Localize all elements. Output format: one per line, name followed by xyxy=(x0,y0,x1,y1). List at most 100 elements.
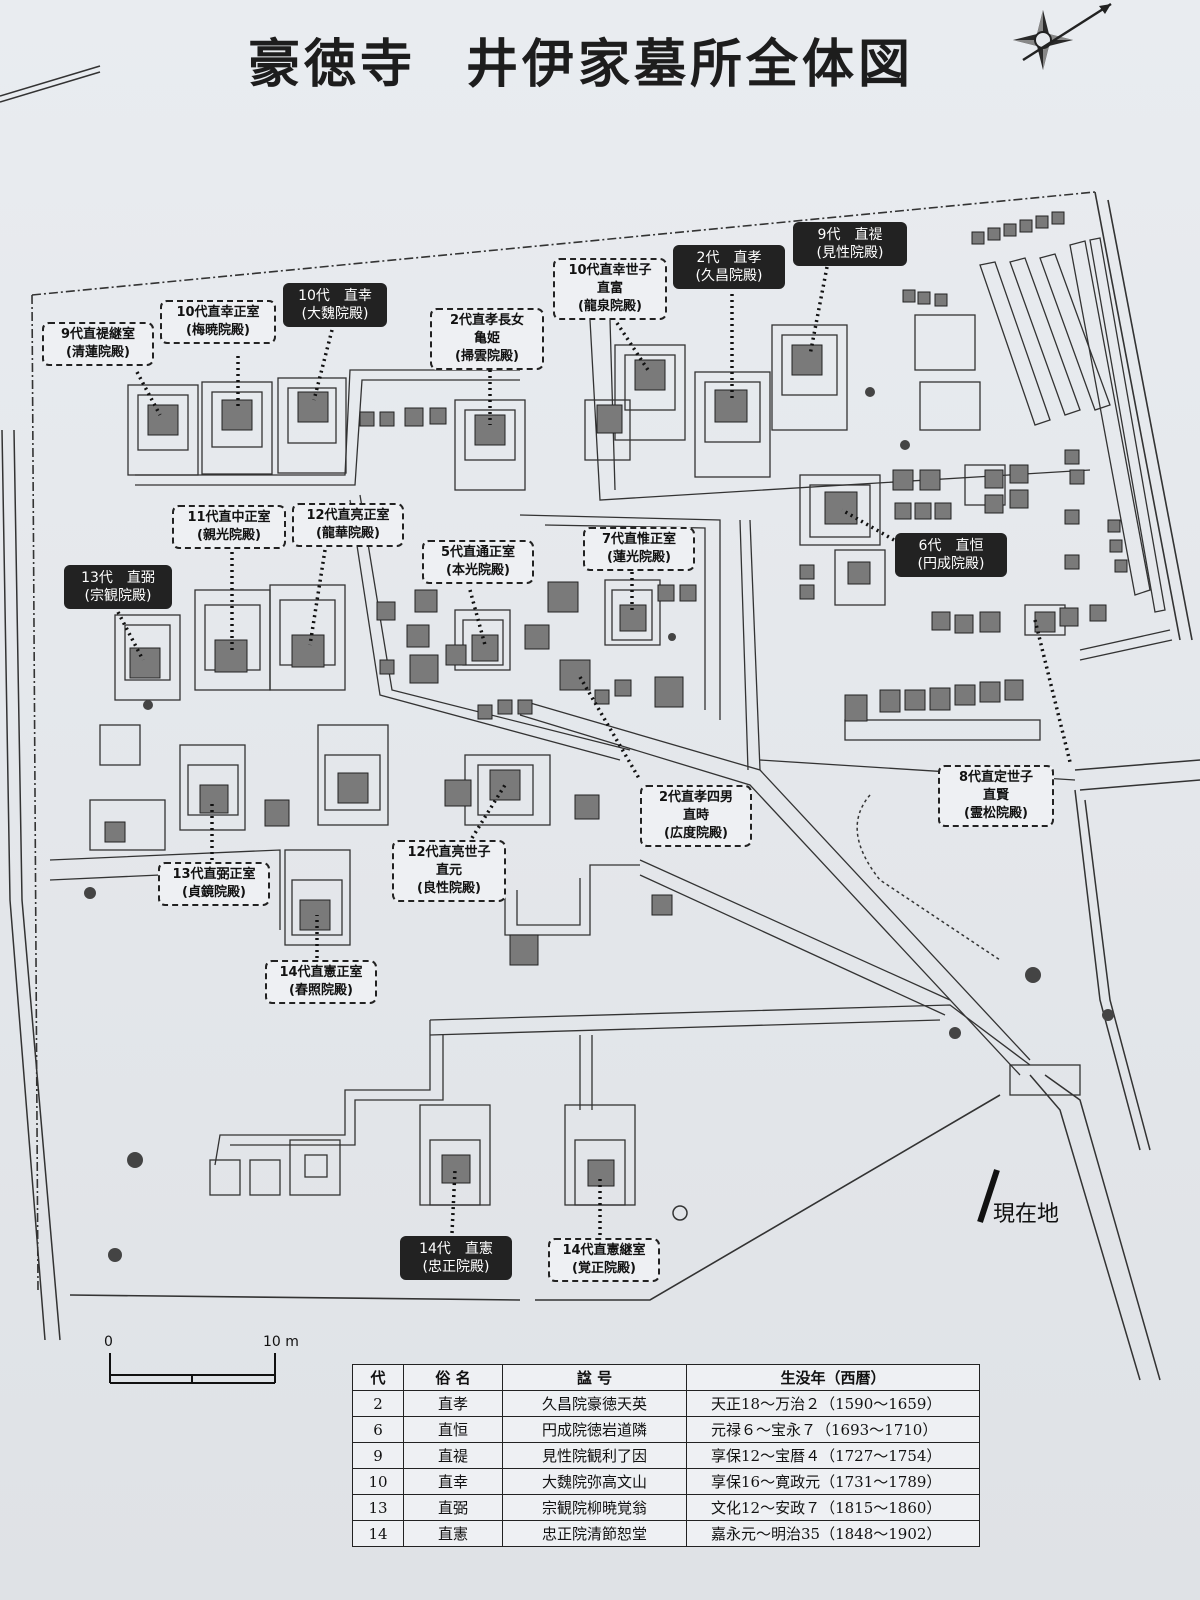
label-line: (貞鏡院殿) xyxy=(182,885,246,900)
label-line: 12代直亮正室 xyxy=(306,508,390,523)
cell: 2 xyxy=(352,1390,404,1417)
grave-label-6th-naotsune: 6代 直恒 (円成院殿) xyxy=(895,533,1007,577)
label-line: (広度院殿) xyxy=(664,826,728,841)
grave-label-10th-naohide: 10代 直幸 (大魏院殿) xyxy=(283,283,387,327)
grave-blocks-north xyxy=(971,211,1065,245)
label-line: 9代 直禔 xyxy=(817,227,883,243)
label-line: (見性院殿) xyxy=(816,245,884,261)
cell: 忠正院清節恕堂 xyxy=(502,1520,687,1547)
label-line: 7代直惟正室 xyxy=(601,532,677,547)
label-line: 10代直幸正室 xyxy=(176,305,260,320)
label-line: 6代 直恒 xyxy=(918,538,984,554)
current-location-marker xyxy=(977,1169,1000,1223)
grave-label-11th-wife: 11代直中正室(親光院殿) xyxy=(172,505,286,549)
cell: 14 xyxy=(352,1520,404,1547)
map-title-main: 井伊家墓所全体図 xyxy=(466,34,915,95)
scale-zero-label: 0 xyxy=(104,1334,113,1350)
grave-label-13th-naosuke: 13代 直弼(宗観院殿) xyxy=(64,565,172,609)
label-line: (良性院殿) xyxy=(417,881,481,896)
burial-plot-outlines xyxy=(89,314,1081,1206)
grave-label-12th-wife: 12代直亮正室(龍華院殿) xyxy=(292,503,404,547)
col-lifespan: 生没年（西暦） xyxy=(686,1364,980,1391)
label-line: (円成院殿) xyxy=(917,556,985,572)
label-line: (宗観院殿) xyxy=(84,588,152,604)
cell: 円成院徳岩道隣 xyxy=(502,1416,687,1443)
label-line: 2代直孝長女 xyxy=(449,313,525,328)
label-line: (蓮光院殿) xyxy=(607,550,671,565)
grave-label-10th-heir: 10代直幸世子直富 (龍泉院殿) xyxy=(553,258,667,320)
label-line: 直富 xyxy=(596,281,623,296)
label-line: (清蓮院殿) xyxy=(66,345,130,360)
grave-label-9th-naoyoshi: 9代 直禔 (見性院殿) xyxy=(793,222,907,266)
col-common-name: 俗 名 xyxy=(403,1364,503,1391)
map-title: 豪徳寺井伊家墓所全体図 xyxy=(248,22,914,97)
grave-label-9th-second-wife: 9代直禔継室 (清蓮院殿) xyxy=(42,322,154,366)
cell: 13 xyxy=(352,1494,404,1521)
label-line: (本光院殿) xyxy=(446,563,510,578)
scale-ten-label: 10 m xyxy=(263,1334,299,1350)
label-leaders xyxy=(116,266,1072,1235)
grave-label-5th-wife: 5代直通正室(本光院殿) xyxy=(422,540,534,584)
label-line: (大魏院殿) xyxy=(301,306,369,322)
label-line: 8代直定世子 xyxy=(958,770,1034,785)
label-line: 12代直亮世子 xyxy=(407,845,491,860)
label-line: (忠正院殿) xyxy=(422,1259,490,1275)
label-line: 10代直幸世子 xyxy=(568,263,652,278)
label-line: 9代直禔継室 xyxy=(60,327,136,342)
cell: 10 xyxy=(352,1468,404,1495)
label-line: 14代直憲正室 xyxy=(279,965,363,980)
grave-label-10th-wife: 10代直幸正室 (梅暁院殿) xyxy=(160,300,276,344)
road-right xyxy=(856,759,1200,1381)
grave-label-8th-heir: 8代直定世子直賢 (霊松院殿) xyxy=(938,765,1054,827)
label-line: 14代 直憲 xyxy=(419,1241,493,1257)
label-line: 13代直弼正室 xyxy=(172,867,256,882)
label-line: 直元 xyxy=(435,863,462,878)
cell: 直幸 xyxy=(403,1468,503,1495)
grave-label-2nd-fourth-son: 2代直孝四男直時 (広度院殿) xyxy=(640,785,752,847)
label-line: (春照院殿) xyxy=(289,983,353,998)
grave-label-2nd-daughter: 2代直孝長女亀姫 (掃雲院殿) xyxy=(430,308,544,370)
cell: 享保12～宝暦４（1727～1754） xyxy=(686,1442,980,1469)
grave-label-2nd-naotaka: 2代 直孝 (久昌院殿) xyxy=(673,245,785,289)
label-line: 直時 xyxy=(682,808,709,823)
label-line: (梅暁院殿) xyxy=(186,323,250,338)
cell: 嘉永元～明治35（1848～1902） xyxy=(686,1520,980,1547)
col-generation: 代 xyxy=(352,1364,404,1391)
cell: 元禄６～宝永７（1693～1710） xyxy=(686,1416,980,1443)
cell: 宗観院柳暁覚翁 xyxy=(502,1494,687,1521)
cell: 直恒 xyxy=(403,1416,503,1443)
label-line: 2代 直孝 xyxy=(696,250,762,266)
label-line: 亀姫 xyxy=(473,331,500,346)
stone-lanterns xyxy=(84,387,1114,1262)
compass-rose-icon xyxy=(1013,2,1112,70)
grave-label-13th-wife: 13代直弼正室 (貞鏡院殿) xyxy=(158,862,270,906)
label-line: (龍泉院殿) xyxy=(578,299,642,314)
scale-bar xyxy=(109,1353,276,1384)
grave-label-14th-wife: 14代直憲正室 (春照院殿) xyxy=(265,960,377,1004)
cell: 久昌院豪徳天英 xyxy=(502,1390,687,1417)
pathways xyxy=(49,319,1091,1166)
grave-label-12th-heir: 12代直亮世子直元 (良性院殿) xyxy=(392,840,506,902)
current-location-label: 現在地 xyxy=(993,1202,1060,1227)
road-left xyxy=(0,65,101,1341)
label-line: (掃雲院殿) xyxy=(455,349,519,364)
label-line: (霊松院殿) xyxy=(964,806,1028,821)
label-line: (久昌院殿) xyxy=(695,268,763,284)
label-line: 直賢 xyxy=(982,788,1009,803)
cell: 6 xyxy=(352,1416,404,1443)
label-line: 10代 直幸 xyxy=(298,288,372,304)
label-line: 2代直孝四男 xyxy=(658,790,734,805)
site-boundary xyxy=(31,191,1193,1301)
cell: 直憲 xyxy=(403,1520,503,1547)
label-line: 11代直中正室 xyxy=(187,510,271,525)
grave-label-7th-wife: 7代直惟正室 (蓮光院殿) xyxy=(583,527,695,571)
cell: 天正18～万治２（1590～1659） xyxy=(686,1390,980,1417)
cell: 見性院観利了因 xyxy=(502,1442,687,1469)
